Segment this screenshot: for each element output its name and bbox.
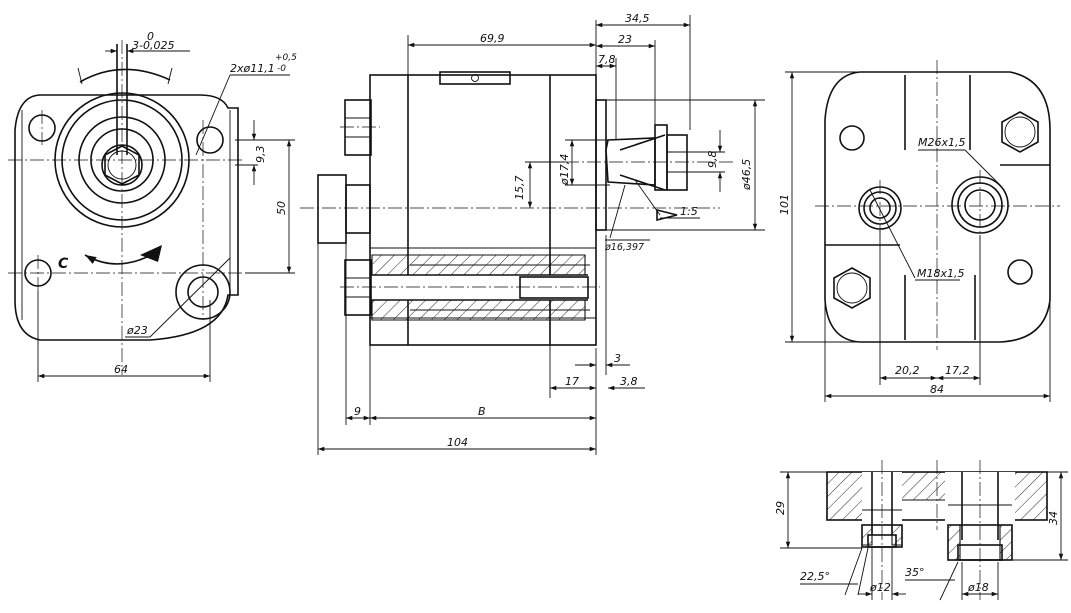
- side-view: 69,9 34,5 23 7,8 ø17,4 15,7 9,8 ø46,5: [300, 12, 765, 455]
- dim-29: 29: [774, 501, 787, 515]
- dim-7-8: 7,8: [598, 53, 616, 66]
- dim-12: ø12: [869, 581, 891, 594]
- dim-34: 34: [1047, 511, 1060, 525]
- dim-17: 17: [565, 375, 579, 388]
- rotation-label: C: [58, 256, 69, 272]
- dim-15-7: 15,7: [513, 176, 526, 201]
- dim-9-8: 9,8: [706, 151, 719, 169]
- holes-tol-lower: -0: [277, 64, 286, 74]
- taper-label: 1:5: [680, 205, 698, 218]
- dim-3: 3: [614, 352, 621, 365]
- dim-104: 104: [447, 436, 468, 449]
- angle-35: 35°: [905, 566, 925, 579]
- angle-22-5: 22,5°: [800, 570, 830, 583]
- section-view: 29 34 22,5° ø12 35° ø18: [774, 460, 1068, 601]
- dim-50: 50: [275, 201, 288, 215]
- dim-34-5: 34,5: [625, 12, 650, 25]
- dim-16-397: ø16,397: [604, 242, 644, 253]
- holes-label: 2xø11,1: [230, 62, 275, 75]
- dim-101: 101: [778, 194, 791, 215]
- holes-tol-upper: +0,5: [275, 53, 297, 63]
- dim-3-8: 3,8: [620, 375, 638, 388]
- dim-84: 84: [930, 383, 944, 396]
- dim-18: ø18: [967, 581, 989, 594]
- dim-23: ø23: [126, 324, 148, 337]
- dim-17-2: 17,2: [945, 364, 970, 377]
- dim-64: 64: [114, 363, 128, 376]
- dim-46-5: ø46,5: [740, 159, 753, 191]
- dim-B: B: [478, 405, 486, 418]
- dim-9-3: 9,3: [254, 146, 267, 164]
- thread-outlet: M26x1,5: [918, 136, 966, 149]
- thread-inlet: M18x1,5: [917, 267, 965, 280]
- shaft-tol-upper: 0: [147, 30, 154, 43]
- dim-20-2: 20,2: [895, 364, 920, 377]
- dim-23: 23: [618, 33, 632, 46]
- dim-9: 9: [354, 405, 361, 418]
- shaft-tol-label: 3-0,025: [132, 39, 174, 52]
- dim-17-4: ø17,4: [558, 154, 571, 186]
- dim-69-9: 69,9: [480, 32, 505, 45]
- front-view: C 0 3-0,025 2xø11,1 +0,5 -0 9,3 50 64: [8, 30, 297, 382]
- rear-view: M26x1,5 M18x1,5 101 20,2 17,2 84: [778, 60, 1060, 402]
